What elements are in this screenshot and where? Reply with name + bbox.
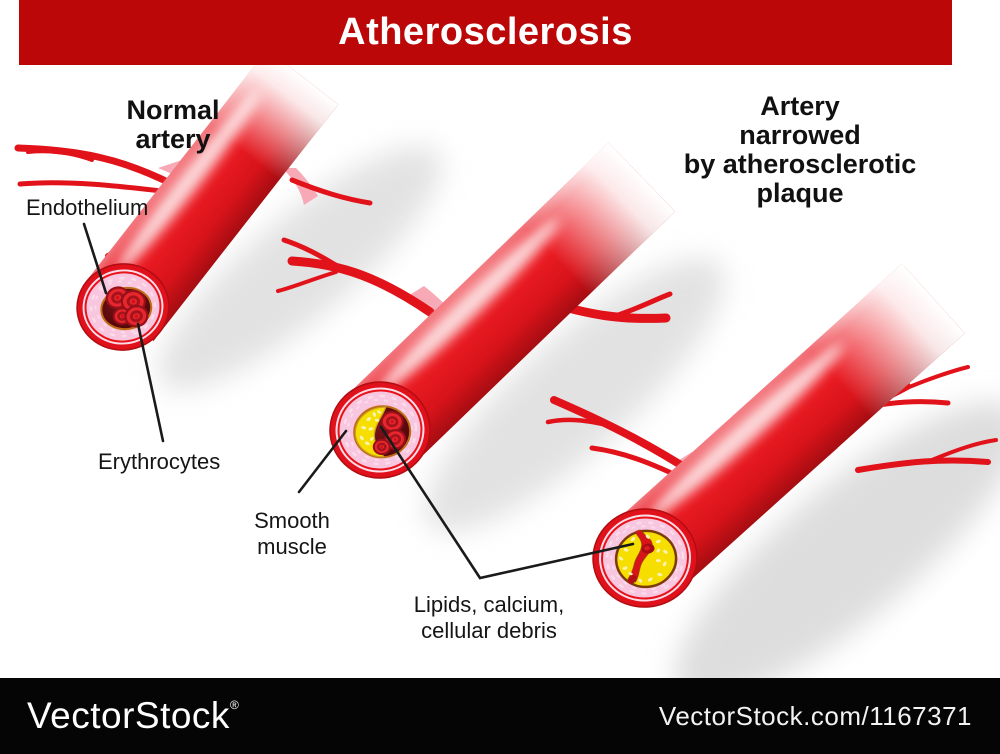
registered-trademark-symbol: ® — [229, 698, 240, 712]
vectorstock-logo: VectorStock® — [27, 695, 240, 736]
title-banner: Atherosclerosis — [19, 0, 952, 65]
artery-severely-narrowed — [545, 263, 998, 608]
plaque-speckles — [618, 534, 668, 583]
leader-smooth-muscle — [297, 429, 348, 494]
artery-partially-narrowed — [276, 142, 676, 479]
vectorstock-credit: VectorStock.com/1167371 — [658, 700, 972, 731]
leader-lipids — [379, 425, 635, 580]
artery-normal — [14, 49, 373, 351]
narrowed-lumen-channel — [627, 529, 655, 584]
cast-shadows — [158, 146, 1000, 703]
leader-lines — [82, 222, 635, 580]
leader-endothelium — [82, 222, 108, 295]
label-lipids-calcium-debris: Lipids, calcium, cellular debris — [413, 592, 565, 643]
watermark-bar: VectorStock® VectorStock.com/1167371 — [0, 678, 1000, 754]
heading-normal-artery: Normal artery — [126, 95, 220, 154]
page-title: Atherosclerosis — [338, 11, 633, 53]
leader-erythrocytes — [136, 322, 165, 443]
cross-section-partially-narrowed — [329, 381, 431, 479]
label-endothelium: Endothelium — [26, 195, 149, 220]
erythrocytes-cluster — [372, 410, 407, 456]
heading-narrowed-artery: Artery narrowed by atherosclerotic plaqu… — [683, 91, 917, 208]
label-smooth-muscle: Smooth muscle — [254, 508, 330, 560]
label-erythrocytes: Erythrocytes — [98, 449, 221, 474]
cross-section-normal — [76, 263, 170, 351]
